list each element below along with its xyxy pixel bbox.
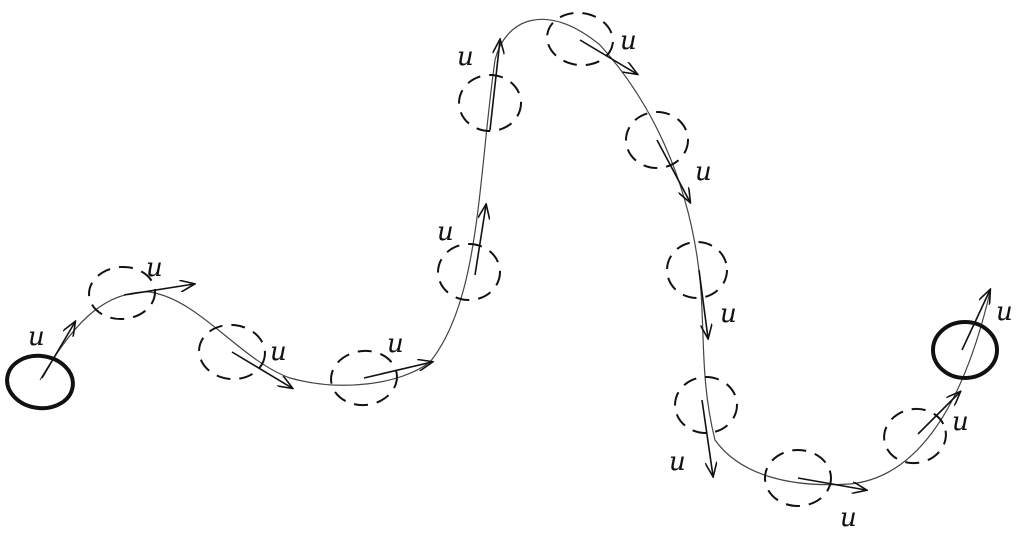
particle (764, 449, 832, 507)
velocity-label: u (437, 217, 454, 247)
velocity-arrow (41, 322, 75, 379)
particle (330, 349, 398, 407)
velocity-arrow (123, 284, 194, 296)
velocity-label: u (669, 447, 686, 477)
velocity-label: u (695, 157, 712, 187)
velocity-arrow (656, 139, 690, 202)
velocity-label: u (720, 299, 737, 329)
velocity-arrow (797, 477, 866, 490)
velocity-arrow (917, 392, 960, 435)
velocity-label: u (270, 337, 287, 367)
velocity-label: u (146, 253, 163, 283)
particle (625, 111, 689, 169)
velocity-label: u (952, 407, 969, 437)
trajectory-curve (39, 18, 991, 486)
velocity-arrow (698, 269, 708, 338)
velocity-label: u (620, 26, 637, 56)
velocity-label: u (840, 503, 857, 533)
particle (437, 243, 501, 301)
velocity-label: u (996, 297, 1013, 327)
particle (198, 323, 266, 381)
particle (546, 11, 614, 67)
velocity-label: u (457, 42, 474, 72)
particles (5, 11, 999, 507)
particle-end (931, 320, 999, 380)
velocity-arrow (961, 290, 990, 351)
velocity-arrow (231, 351, 292, 388)
velocity-label: u (28, 322, 45, 352)
velocity-arrow (579, 39, 637, 74)
particle-start (5, 353, 75, 411)
velocity-arrow (363, 362, 432, 379)
velocity-arrows (41, 39, 990, 490)
velocity-arrow (489, 40, 500, 131)
velocity-arrow (474, 205, 486, 276)
velocity-labels: u u u u u u u u u u u u u (28, 26, 1013, 533)
particle (883, 407, 947, 465)
velocity-arrow (701, 399, 713, 476)
particle (666, 241, 728, 299)
velocity-label: u (387, 329, 404, 359)
particle (458, 74, 522, 132)
